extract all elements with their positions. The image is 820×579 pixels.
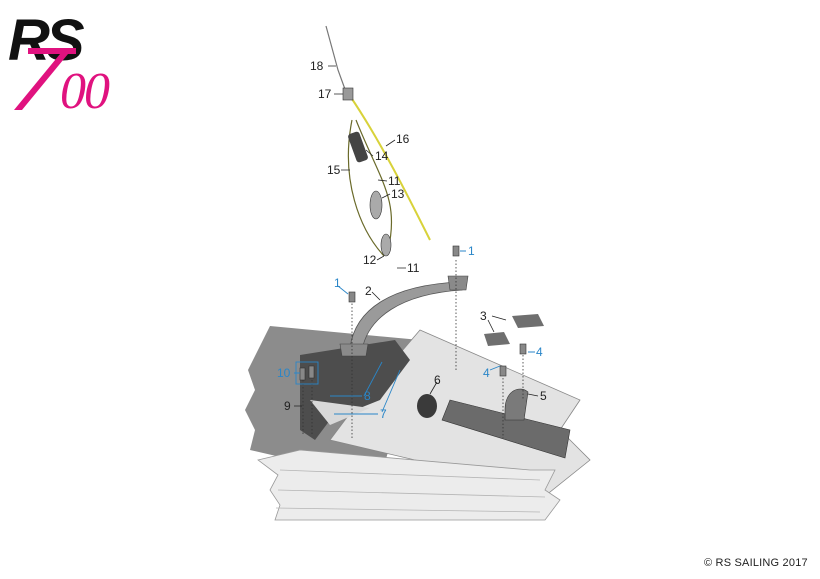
label-8: 8 — [364, 389, 371, 403]
label-5: 5 — [540, 389, 547, 403]
block — [369, 190, 383, 220]
label-11: 11 — [388, 174, 401, 188]
tube — [441, 399, 571, 459]
block — [342, 87, 354, 101]
block — [380, 233, 392, 257]
saddle-clamp — [504, 388, 529, 421]
bung — [417, 394, 437, 418]
svg-text:00: 00 — [60, 63, 110, 120]
label-16: 16 — [396, 132, 410, 146]
rs700-logo: RS 00 — [8, 8, 112, 120]
label-3: 3 — [480, 309, 487, 323]
label-9: 9 — [284, 399, 291, 413]
label-4: 4 — [536, 345, 543, 359]
label-10: 10 — [277, 366, 291, 380]
label-1: 1 — [334, 276, 341, 290]
rope — [349, 95, 431, 241]
label-13: 13 — [391, 187, 405, 201]
screw-icon — [299, 245, 527, 381]
copyright: © RS SAILING 2017 — [704, 557, 808, 569]
pad — [512, 314, 544, 328]
label-6: 6 — [434, 373, 441, 387]
label-7: 7 — [380, 407, 387, 421]
label-2: 2 — [365, 284, 372, 298]
label-1: 1 — [468, 244, 475, 258]
label-17: 17 — [318, 87, 332, 101]
svg-text:RS: RS — [8, 8, 85, 73]
cleat — [348, 131, 368, 163]
label-14: 14 — [375, 149, 389, 163]
part-labels: 18 17 16 14 15 11 13 12 11 1 1 2 3 4 4 6… — [277, 59, 547, 421]
pad — [484, 332, 510, 346]
label-4: 4 — [483, 366, 490, 380]
label-18: 18 — [310, 59, 324, 73]
label-15: 15 — [327, 163, 341, 177]
label-12: 12 — [363, 253, 377, 267]
label-11: 11 — [407, 261, 420, 275]
hull-bottom — [257, 449, 561, 521]
wire — [325, 25, 347, 93]
